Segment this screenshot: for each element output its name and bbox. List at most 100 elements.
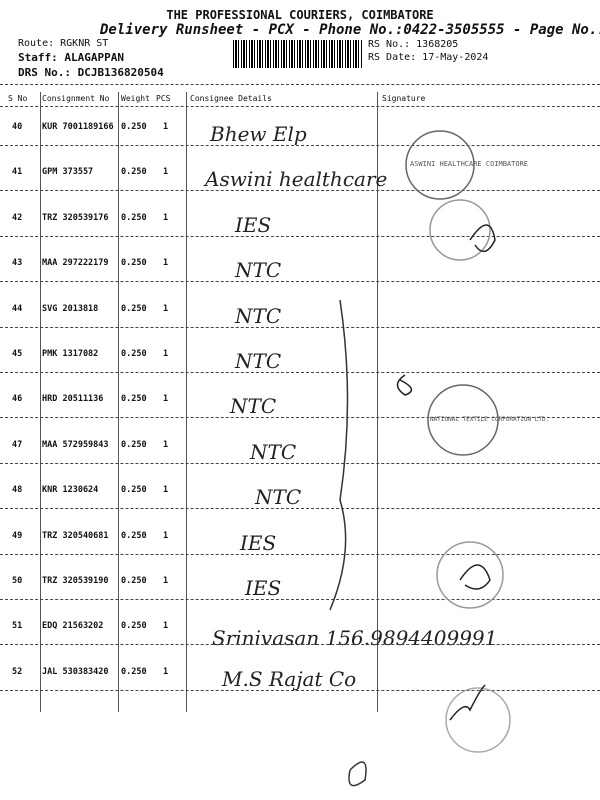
row-weight: 0.250: [121, 576, 147, 586]
row-sno: 48: [12, 485, 23, 496]
row-weight: 0.250: [121, 303, 147, 314]
row-weight: 0.250: [121, 621, 147, 632]
row-consignment-no: MAA 572959843: [42, 439, 109, 450]
row-consignee: IES: [235, 212, 272, 237]
row-consignment-no: KNR 1230624: [42, 485, 99, 496]
row-divider: [0, 689, 600, 691]
barcode: [233, 40, 363, 68]
stamp-ntc: NATIONAL TEXTILE CORPORATION LTD.: [430, 416, 550, 423]
row-consignment-no: EDQ 21563202: [42, 621, 104, 632]
row-consignee: IES: [240, 530, 277, 555]
row-pcs: 1: [163, 212, 169, 223]
row-consignee: Bhew Elp: [210, 122, 307, 146]
row-consignment-no: JAL 530383420: [42, 666, 109, 677]
row-weight: 0.250: [121, 530, 147, 541]
runsheet-subtitle: Delivery Runsheet - PCX - Phone No.:0422…: [100, 22, 600, 38]
row-consignee: NTC: [255, 485, 302, 510]
row-consignee: NTC: [235, 258, 282, 283]
row-consignee: NTC: [230, 394, 277, 419]
subtitle-text: Delivery Runsheet - PCX - Phone No.:0422…: [100, 22, 600, 38]
signature-mark: [449, 684, 486, 721]
row-sno: 50: [12, 576, 23, 586]
row-divider: [0, 417, 600, 419]
row-divider: [0, 553, 600, 555]
row-weight: 0.250: [121, 666, 147, 677]
row-divider: [0, 281, 600, 283]
row-pcs: 1: [163, 576, 169, 586]
row-divider: [0, 508, 600, 510]
row-divider: [0, 372, 600, 373]
row-divider: [0, 644, 600, 646]
row-pcs: 1: [163, 167, 169, 178]
row-consignment-no: SVG 2013818: [42, 303, 99, 314]
row-divider: [0, 599, 600, 600]
row-weight: 0.250: [121, 167, 147, 178]
row-consignment-no: GPM 373557: [42, 167, 94, 178]
row-consignment-no: PMK 1317082: [42, 349, 99, 359]
row-consignment-no: TRZ 320540681: [42, 530, 109, 541]
row-sno: 47: [12, 439, 23, 450]
row-pcs: 1: [163, 394, 169, 405]
row-consignment-no: HRD 20511136: [42, 394, 104, 405]
row-sno: 41: [12, 167, 23, 178]
col-pcs: PCS: [156, 94, 171, 103]
row-sno: 43: [12, 258, 23, 269]
row-pcs: 1: [163, 666, 169, 677]
row-sno: 46: [12, 394, 23, 405]
row-sno: 42: [12, 212, 23, 223]
row-consignee: NTC: [235, 349, 282, 373]
staff: Staff: ALAGAPPAN: [18, 51, 124, 64]
row-weight: 0.250: [121, 439, 147, 450]
row-sno: 49: [12, 530, 23, 541]
signature-mark: [396, 374, 413, 396]
row-consignee: Aswini healthcare: [205, 167, 388, 192]
row-consignee: NTC: [250, 439, 297, 464]
row-sno: 51: [12, 621, 23, 632]
row-divider: [0, 462, 600, 464]
row-weight: 0.250: [121, 485, 147, 496]
row-pcs: 1: [163, 485, 169, 496]
row-consignee: M.S Rajat Co: [222, 666, 357, 691]
stamp-circle-aswini: [405, 130, 475, 200]
signature-mark: [469, 224, 496, 253]
row-consignee: Srinivasan 156.9894409991: [212, 626, 498, 651]
row-pcs: 1: [163, 349, 169, 359]
row-weight: 0.250: [121, 122, 147, 132]
row-divider: [0, 145, 600, 146]
row-pcs: 1: [163, 530, 169, 541]
col-consignee: Consignee Details: [190, 94, 272, 103]
drs-number: DRS No.: DCJB136820504: [18, 66, 164, 79]
rs-date: RS Date: 17-May-2024: [368, 52, 489, 63]
route: Route: RGKNR ST: [18, 38, 109, 49]
stamp-circle-bottom: [445, 687, 511, 753]
col-sno: S No: [8, 94, 28, 103]
row-weight: 0.250: [121, 212, 147, 223]
row-divider: [0, 190, 600, 192]
row-divider: [0, 326, 600, 328]
row-pcs: 1: [163, 122, 169, 132]
signature-mark: [459, 564, 491, 590]
stamp-aswini: ASWINI HEALTHCARE COIMBATORE: [410, 160, 529, 168]
col-consignment: Consignment No: [42, 94, 110, 103]
bracket-mark: [329, 299, 349, 611]
row-weight: 0.250: [121, 258, 147, 269]
row-consignment-no: TRZ 320539190: [42, 576, 109, 586]
row-weight: 0.250: [121, 394, 147, 405]
stamp-circle-faint: [429, 199, 491, 261]
row-consignee: NTC: [235, 303, 282, 328]
row-pcs: 1: [163, 439, 169, 450]
row-consignment-no: KUR 7001189166: [42, 122, 114, 132]
row-pcs: 1: [163, 621, 169, 632]
stamp-circle-industrial: [436, 541, 504, 609]
row-pcs: 1: [163, 303, 169, 314]
row-sno: 52: [12, 666, 23, 677]
row-divider: [0, 235, 600, 237]
rs-number: RS No.: 1368205: [368, 39, 459, 50]
row-sno: 40: [12, 122, 23, 132]
row-consignment-no: MAA 297222179: [42, 258, 109, 269]
row-consignee: IES: [245, 576, 282, 600]
row-sno: 44: [12, 303, 23, 314]
stamp-circle-ntc: [427, 384, 499, 456]
row-pcs: 1: [163, 258, 169, 269]
